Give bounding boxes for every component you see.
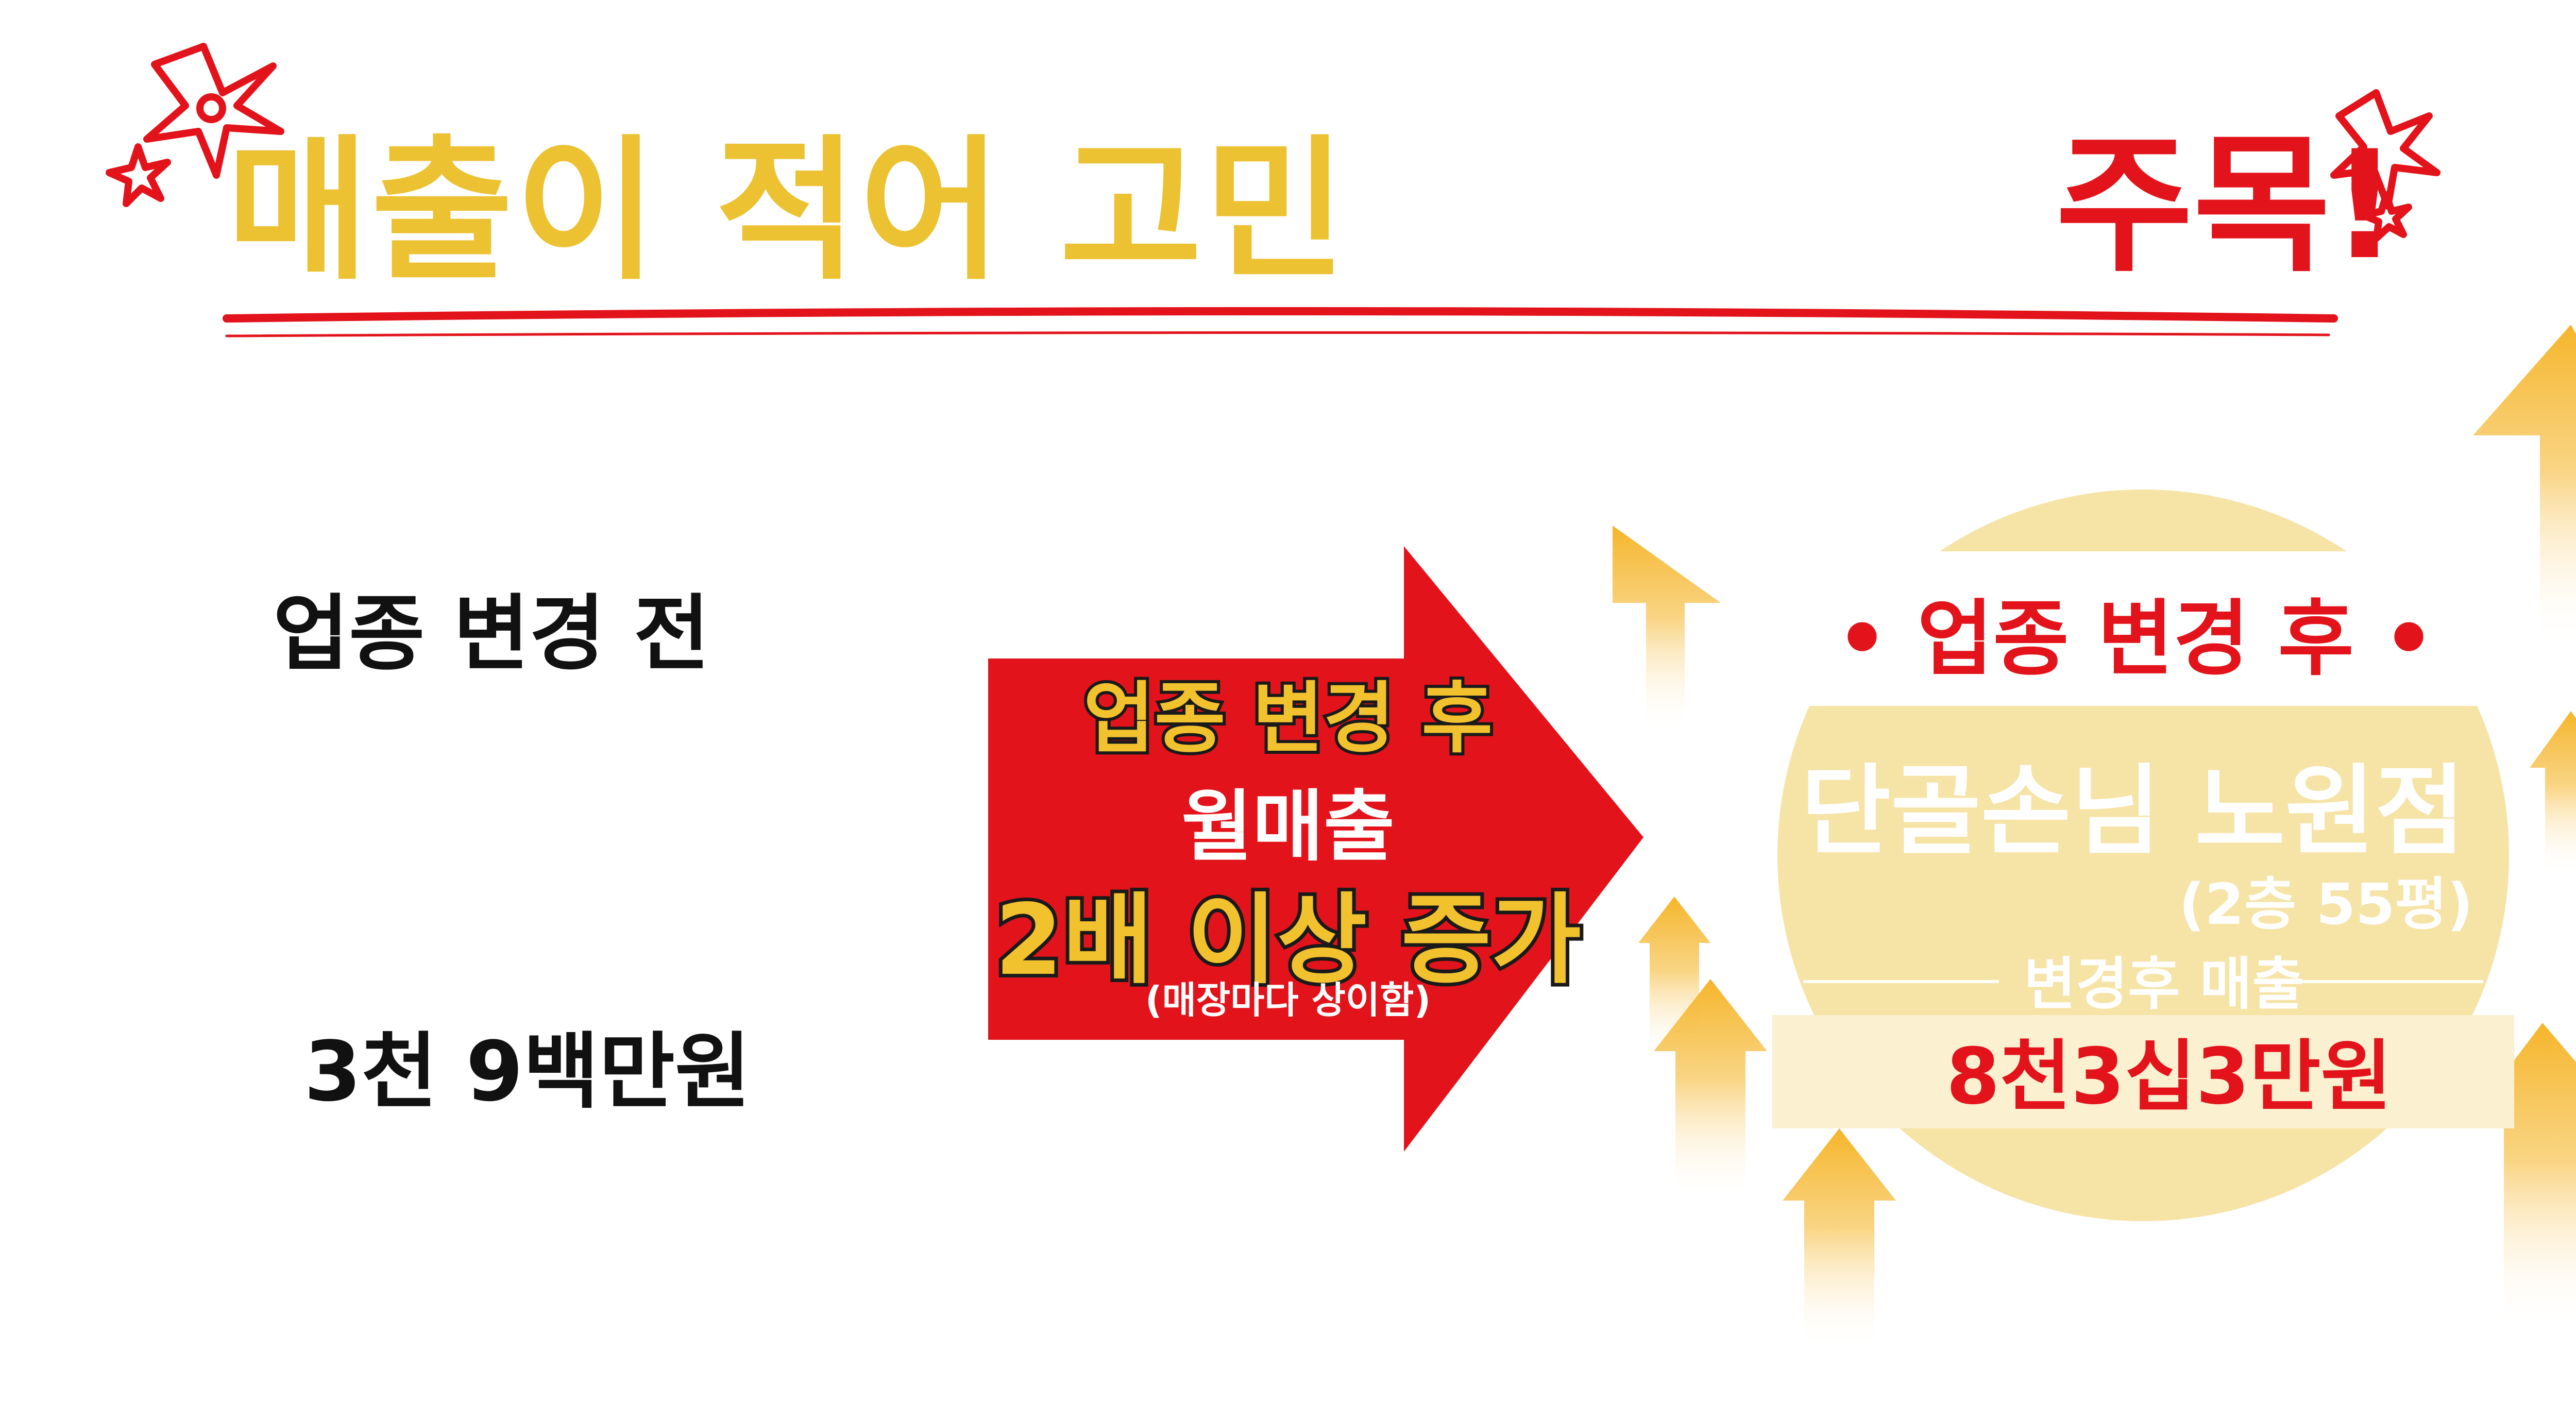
store-size: (2층 55평) [2179,871,2473,937]
store-name: 단골손님 노원점 [1801,754,2465,868]
up-arrow-icon [1613,526,1721,732]
star-icon [143,43,284,179]
up-arrow-icon [2473,325,2576,649]
star-right-icon [2330,89,2441,210]
after-sales-label: 변경후 매출 [2023,951,2304,1017]
before-change-label: 업종 변경 전 [273,585,710,682]
headline-underline [223,307,2338,337]
arrow-text-after-change: 업종 변경 후 [1080,674,1496,764]
after-change-label: • 업종 변경 후 • [1836,590,2435,687]
up-arrow-icon [2530,711,2576,876]
attention-callout: 주목! [2056,119,2399,293]
small-star-right-icon [2360,191,2412,242]
arrow-text-note: (매장마다 상이함) [1145,978,1431,1022]
small-star-icon [106,143,171,207]
big-red-arrow [988,546,1643,1152]
star-center-icon [196,93,226,123]
up-arrow-icon [1654,979,1767,1201]
headline-title: 매출이 적어 고민 [227,121,1348,301]
up-arrow-icon [1783,1128,1896,1350]
result-circle [1772,489,2514,1221]
before-change-amount: 3천 9백만원 [304,1023,751,1120]
arrow-text-monthly-sales: 월매출 [1181,782,1395,872]
after-sales-amount: 8천3십3만원 [1946,1032,2392,1122]
arrow-text-double-increase: 2배 이상 증가 [991,883,1585,997]
